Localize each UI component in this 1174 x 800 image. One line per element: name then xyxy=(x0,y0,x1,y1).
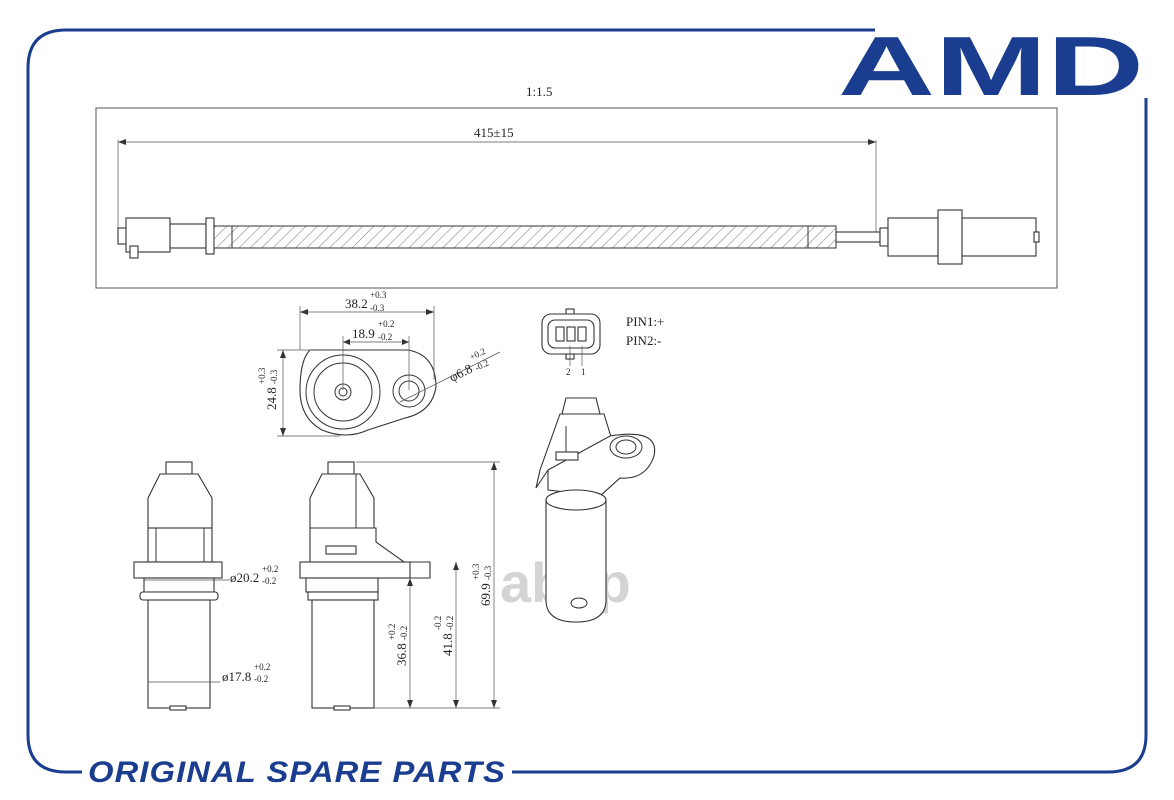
pin2-label: PIN2:- xyxy=(626,333,661,348)
flange-height-tol-dn: -0.3 xyxy=(269,369,279,384)
footer-banner: ORIGINAL SPARE PARTS xyxy=(88,756,506,789)
flange-hole-offset-label: 18.9 xyxy=(352,326,375,341)
body-len-a-label: 36.8 xyxy=(394,643,409,666)
flange-hole-offset-tol-up: +0.2 xyxy=(378,319,394,329)
flange-top-view: 38.2 +0.3 -0.3 18.9 +0.2 -0.2 24.8 +0.3 … xyxy=(257,290,501,437)
body-dia-upper-label: ø20.2 xyxy=(230,570,259,585)
body-dia-lower-tol-up: +0.2 xyxy=(254,662,270,672)
body-len-total-tol-up: +0.3 xyxy=(471,563,481,580)
body-dia-upper-tol-up: +0.2 xyxy=(262,564,278,574)
brand-logo-text: AMD xyxy=(838,19,1144,113)
scale-label: 1:1.5 xyxy=(526,84,552,99)
flange-height-tol-up: +0.3 xyxy=(257,367,267,384)
cable-length-dimension: 415±15 xyxy=(117,125,877,236)
flange-width-label: 38.2 xyxy=(345,296,368,311)
connector-pin2-number: 2 xyxy=(566,367,571,377)
pin1-label: PIN1:+ xyxy=(626,314,664,329)
body-len-b-tol-up: -0.2 xyxy=(433,616,443,630)
body-dia-lower-label: ø17.8 xyxy=(222,669,251,684)
cable-length-label: 415±15 xyxy=(474,125,514,140)
sensor-side-view: 36.8 +0.2 -0.2 41.8 -0.2 -0.2 69.9 +0.3 … xyxy=(299,461,500,711)
flange-width-tol-up: +0.3 xyxy=(370,290,387,300)
brand-logo: AMD xyxy=(838,19,1144,113)
flange-width-tol-dn: -0.3 xyxy=(370,303,385,313)
connector-pin1-number: 1 xyxy=(581,367,586,377)
body-dia-upper-tol-dn: -0.2 xyxy=(262,576,276,586)
flange-hole-offset-tol-dn: -0.2 xyxy=(378,332,392,342)
body-len-a-tol-dn: -0.2 xyxy=(399,626,409,640)
cable-assembly xyxy=(117,209,1040,265)
body-len-b-tol-dn: -0.2 xyxy=(445,616,455,630)
body-len-a-tol-up: +0.2 xyxy=(387,624,397,640)
body-len-total-label: 69.9 xyxy=(478,583,493,606)
body-len-b-label: 41.8 xyxy=(440,633,455,656)
footer-text: ORIGINAL SPARE PARTS xyxy=(88,756,506,789)
connector-face: 2 1 PIN1:+ PIN2:- xyxy=(541,308,664,377)
sensor-isometric-view xyxy=(535,397,656,623)
sensor-front-view: ø20.2 +0.2 -0.2 ø17.8 +0.2 -0.2 xyxy=(133,461,278,711)
body-len-total-tol-dn: -0.3 xyxy=(483,565,493,580)
flange-height-label: 24.8 xyxy=(264,387,279,410)
sheet-frame xyxy=(26,28,1148,774)
body-dia-lower-tol-dn: -0.2 xyxy=(254,674,268,684)
flange-hole-dia-label: φ6.8 xyxy=(447,361,475,385)
cable-view-frame xyxy=(95,107,1058,289)
